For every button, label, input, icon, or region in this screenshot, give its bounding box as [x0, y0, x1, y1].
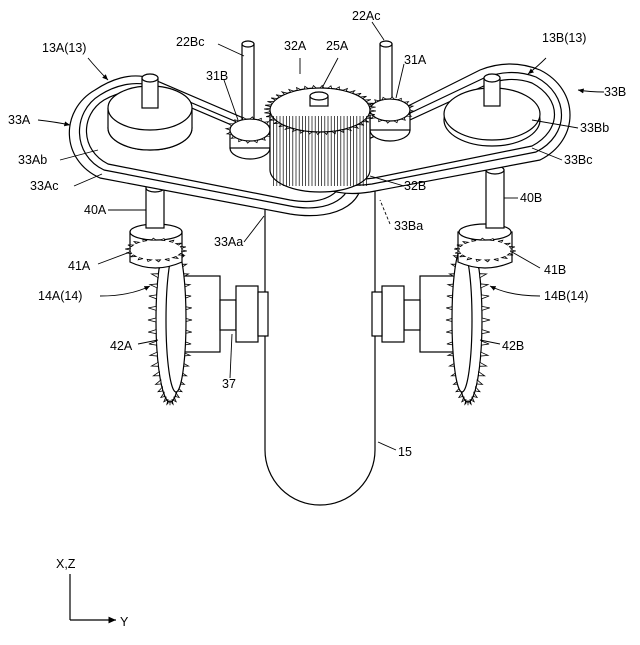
bevel-tooth [161, 393, 164, 398]
pinion-tooth [180, 247, 186, 249]
axis-indicator: X,Z Y [56, 557, 129, 629]
bevel-tooth [480, 274, 487, 278]
gear-tooth [271, 98, 277, 100]
bevel-tooth [481, 295, 489, 299]
gear-tooth [264, 112, 270, 114]
label-40A: 40A [84, 203, 107, 217]
bevel-tooth [150, 352, 157, 356]
pinion-tooth [455, 252, 461, 254]
gear-tooth [305, 86, 309, 89]
bevel-tooth [156, 380, 161, 384]
gear-tooth [266, 115, 272, 117]
label-33Ab: 33Ab [18, 153, 47, 167]
label-41B: 41B [544, 263, 566, 277]
label-13A: 13A(13) [42, 41, 86, 55]
label-41A: 41A [68, 259, 91, 273]
label-13B: 13B(13) [542, 31, 586, 45]
label-33Bc: 33Bc [564, 153, 593, 167]
bevel-tooth [151, 274, 158, 278]
bevel-tooth [482, 318, 490, 322]
label-33Ac: 33Ac [30, 179, 59, 193]
label-33Ba: 33Ba [394, 219, 423, 233]
gear-tooth [297, 88, 301, 91]
bevel-tooth [148, 306, 156, 310]
label-33Aa: 33Aa [214, 235, 243, 249]
column-15 [265, 178, 375, 505]
gear-tooth [265, 105, 271, 107]
gear-tooth [264, 108, 270, 110]
label-32B: 32B [404, 179, 426, 193]
right-gear-assembly [372, 166, 516, 405]
gear-tooth [267, 101, 273, 103]
bevel-tooth [151, 362, 158, 366]
gear-tooth [365, 100, 371, 102]
gear-tooth [343, 89, 348, 92]
label-22Bc: 22Bc [176, 35, 205, 49]
gear-tooth [328, 86, 332, 89]
pinion-tooth [509, 247, 515, 249]
left-gear-assembly [125, 184, 268, 405]
label-32A: 32A [284, 39, 307, 53]
label-33B: 33B [604, 85, 626, 99]
axis-label-vertical: X,Z [56, 557, 76, 571]
axis-label-horizontal: Y [120, 615, 129, 629]
pinion-tooth [182, 250, 187, 252]
bevel-tooth [150, 284, 157, 288]
pinion-tooth [454, 248, 459, 250]
label-31B: 31B [206, 69, 228, 83]
gear-tooth [289, 90, 294, 93]
bevel-tooth [148, 330, 156, 334]
bevel-tooth [149, 295, 157, 299]
bevel-tooth [153, 372, 159, 376]
bevel-tooth [481, 284, 488, 288]
bevel-tooth [480, 362, 487, 366]
bevel-tooth [158, 387, 162, 392]
gear-tooth [312, 86, 316, 89]
pinion-tooth [125, 248, 130, 250]
label-42A: 42A [110, 339, 133, 353]
label-40B: 40B [520, 191, 542, 205]
bevel-tooth [148, 318, 156, 322]
label-14B: 14B(14) [544, 289, 588, 303]
label-25A: 25A [326, 39, 349, 53]
bevel-tooth [477, 380, 482, 384]
label-22Ac: 22Ac [352, 9, 381, 23]
label-14A: 14A(14) [38, 289, 82, 303]
gear-31B [226, 117, 274, 159]
pinion-tooth [511, 250, 516, 252]
label-37: 37 [222, 377, 236, 391]
bevel-tooth [476, 387, 480, 392]
bevel-tooth [482, 330, 490, 334]
label-33Bb: 33Bb [580, 121, 609, 135]
bevel-tooth [474, 393, 477, 398]
gear-tooth [349, 91, 354, 94]
label-33A: 33A [8, 113, 31, 127]
bevel-tooth [176, 393, 179, 398]
label-31A: 31A [404, 53, 427, 67]
gear-32A [264, 85, 376, 192]
bevel-tooth [479, 372, 485, 376]
bevel-tooth [481, 352, 488, 356]
bevel-tooth [482, 306, 490, 310]
label-15: 15 [398, 445, 412, 459]
bevel-tooth [459, 393, 462, 398]
label-42B: 42B [502, 339, 524, 353]
gear-tooth [335, 87, 339, 90]
